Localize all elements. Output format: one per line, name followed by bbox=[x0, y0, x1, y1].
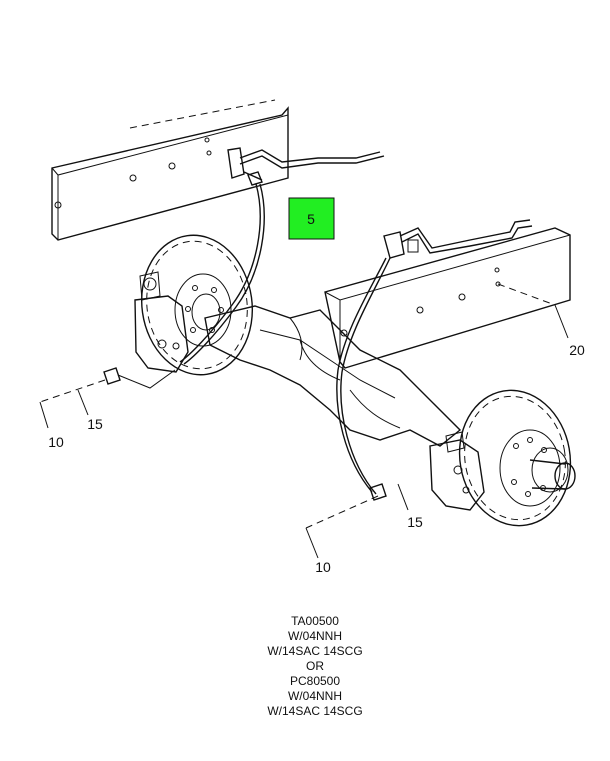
callout-20-label[interactable]: 20 bbox=[569, 342, 585, 358]
left-brake-caliper bbox=[134, 271, 189, 373]
callout-15-left-label[interactable]: 15 bbox=[87, 416, 103, 432]
right-hose-bracket bbox=[383, 219, 533, 259]
callout-10-right-label[interactable]: 10 bbox=[315, 559, 331, 575]
caption-line: TA00500 bbox=[291, 614, 339, 628]
right-frame-rail bbox=[324, 227, 571, 369]
callout-5-highlight[interactable]: 5 bbox=[288, 197, 335, 240]
caption-line: W/04NNH bbox=[287, 629, 342, 643]
right-brake-rotor bbox=[458, 389, 576, 527]
caption-line: OR bbox=[306, 659, 324, 673]
axle-housing bbox=[204, 305, 462, 447]
callout-10-left-label[interactable]: 10 bbox=[48, 434, 64, 450]
applicability-caption: TA00500 W/04NNH W/14SAC 14SCG OR PC80500… bbox=[205, 614, 425, 719]
right-brake-caliper bbox=[429, 431, 485, 511]
caption-line: PC80500 bbox=[289, 674, 341, 688]
caption-line: W/04NNH bbox=[287, 689, 342, 703]
left-brake-hose bbox=[179, 183, 265, 365]
left-brake-rotor bbox=[140, 234, 254, 376]
upper-hose-bracket bbox=[227, 147, 385, 186]
callout-15-right-label[interactable]: 15 bbox=[407, 514, 423, 530]
caption-line: W/14SAC 14SCG bbox=[267, 704, 363, 718]
caption-line: W/14SAC 14SCG bbox=[267, 644, 363, 658]
leader-lines bbox=[39, 304, 569, 559]
right-brake-hose bbox=[336, 257, 391, 501]
callout-5-label: 5 bbox=[307, 211, 315, 227]
left-frame-rail bbox=[51, 99, 289, 241]
left-hose-fitting bbox=[103, 367, 176, 389]
